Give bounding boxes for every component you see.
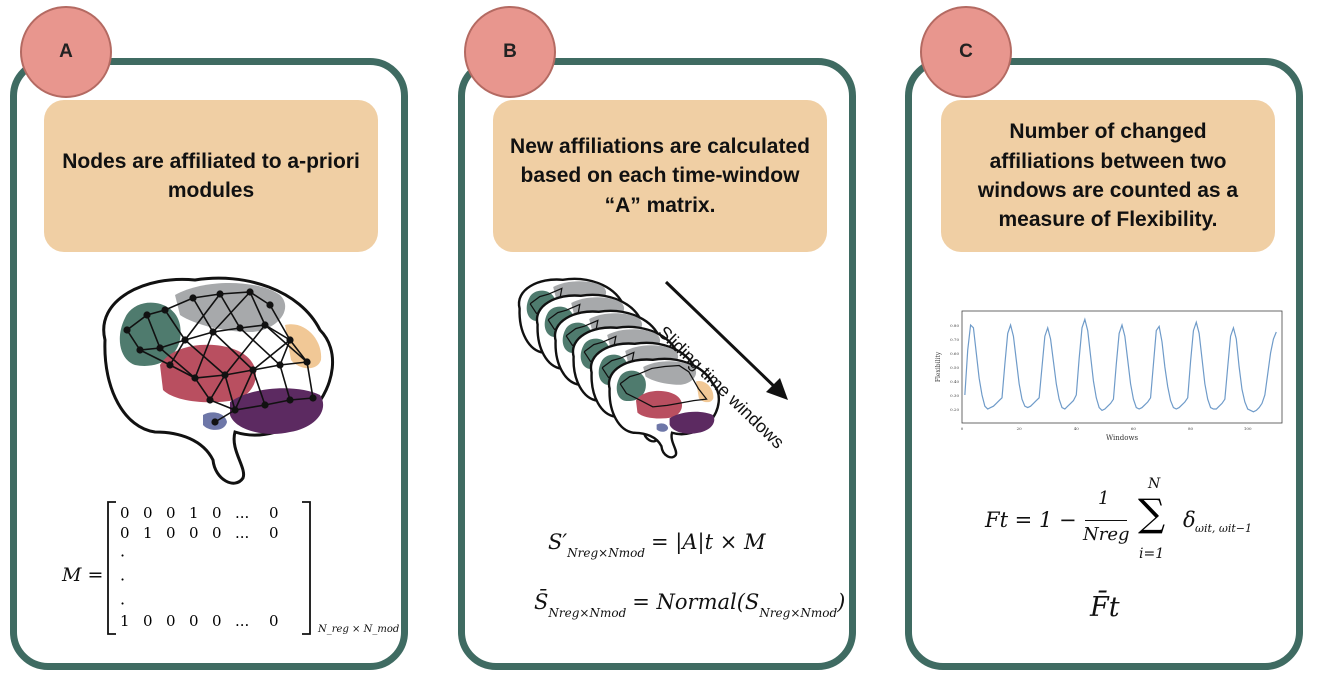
cell: 0 bbox=[269, 612, 279, 630]
cell: 0 bbox=[269, 524, 279, 542]
matrix-dot-1: · bbox=[120, 546, 126, 565]
eq2-close: ) bbox=[837, 590, 846, 614]
y-tick-label: 0.60 bbox=[950, 351, 959, 356]
cell: 0 bbox=[166, 612, 176, 630]
formula-s-bar: S̄Nreg×Nmod= Normal(SNreg×Nmod) bbox=[534, 590, 846, 620]
ft-lhs: Ft = 1 − bbox=[985, 508, 1077, 532]
x-tick-label: 60 bbox=[1131, 426, 1137, 431]
cell: 0 bbox=[189, 612, 199, 630]
eq1-sub: Nreg×Nmod bbox=[567, 546, 646, 560]
cell: 1 bbox=[143, 524, 153, 542]
panel-b-description: New affiliations are calculated based on… bbox=[493, 100, 827, 252]
frac-den: Nreg bbox=[1083, 524, 1130, 545]
x-tick-label: 100 bbox=[1244, 426, 1252, 431]
eq2-inner-sub: Nreg×Nmod bbox=[759, 606, 838, 620]
matrix-lhs: M = bbox=[62, 564, 104, 586]
cell: 0 bbox=[189, 524, 199, 542]
eq2-sub: Nreg×Nmod bbox=[548, 606, 627, 620]
cell: ... bbox=[235, 524, 250, 542]
cell: 1 bbox=[189, 504, 199, 522]
panel-a-description: Nodes are affiliated to a-priori modules bbox=[44, 100, 378, 252]
y-tick-label: 0.30 bbox=[950, 393, 959, 398]
x-tick-label: 40 bbox=[1074, 426, 1080, 431]
badge-c: C bbox=[920, 6, 1012, 98]
sliding-arrow bbox=[664, 280, 788, 400]
formula-s-prime: S′Nreg×Nmod = |A|t × M bbox=[548, 530, 766, 560]
matrix-dot-2: · bbox=[120, 570, 126, 589]
eq2-rhs: = Normal(S bbox=[632, 590, 760, 614]
eq2-lhs: S̄ bbox=[534, 590, 549, 614]
badge-b: B bbox=[464, 6, 556, 98]
eq1-lhs: S′ bbox=[548, 530, 568, 554]
y-tick-label: 0.70 bbox=[950, 337, 959, 342]
cell: 1 bbox=[120, 612, 130, 630]
cell: 0 bbox=[166, 524, 176, 542]
cell: ... bbox=[235, 504, 250, 522]
sum-top: N bbox=[1148, 476, 1161, 492]
cell: 0 bbox=[143, 504, 153, 522]
cell: 0 bbox=[212, 504, 222, 522]
cell: 0 bbox=[166, 504, 176, 522]
x-tick-label: 80 bbox=[1188, 426, 1194, 431]
delta: δ bbox=[1183, 508, 1196, 532]
sum-bottom: i=1 bbox=[1139, 546, 1165, 562]
f-bar: F̄t bbox=[1090, 592, 1120, 623]
matrix-dot-3: · bbox=[120, 594, 126, 613]
plot-frame bbox=[961, 310, 1283, 424]
frac-bar bbox=[1085, 520, 1127, 521]
y-axis-label: Flexibility bbox=[935, 351, 942, 382]
formula-ft: Ft = 1 − 1 Nreg N ∑ i=1 δ ωit, ωit−1 bbox=[985, 476, 1252, 588]
x-axis-label: Windows bbox=[1106, 434, 1139, 442]
frac-num: 1 bbox=[1098, 488, 1110, 509]
brain-network-a bbox=[102, 276, 335, 485]
x-tick-label: 0 bbox=[961, 426, 964, 431]
cell: 0 bbox=[143, 612, 153, 630]
panel-c-description: Number of changed affiliations between t… bbox=[941, 100, 1275, 252]
y-tick-label: 0.80 bbox=[950, 323, 959, 328]
cell: ... bbox=[235, 612, 250, 630]
flexibility-series-line bbox=[964, 317, 1277, 413]
badge-a: A bbox=[20, 6, 112, 98]
cell: 0 bbox=[212, 612, 222, 630]
sum-sign: ∑ bbox=[1138, 491, 1166, 535]
brain-window-6 bbox=[607, 357, 720, 459]
y-tick-label: 0.20 bbox=[950, 407, 959, 412]
y-tick-label: 0.40 bbox=[950, 379, 959, 384]
cell: 0 bbox=[269, 504, 279, 522]
cell: 0 bbox=[120, 504, 130, 522]
delta-sub: ωit, ωit−1 bbox=[1195, 522, 1253, 535]
flexibility-chart: 0.20 0.30 0.40 0.50 0.60 0.70 0.80 0 20 40 60 80 100… bbox=[935, 310, 1283, 442]
eq1-rhs: = |A|t × M bbox=[651, 530, 766, 554]
matrix-subscript: N_reg × N_mod bbox=[318, 624, 400, 635]
matrix-brackets bbox=[107, 501, 311, 635]
brain-stack-b bbox=[517, 277, 720, 459]
cell: 0 bbox=[212, 524, 222, 542]
cell: 0 bbox=[120, 524, 130, 542]
x-tick-label: 20 bbox=[1017, 426, 1023, 431]
y-tick-label: 0.50 bbox=[950, 365, 959, 370]
